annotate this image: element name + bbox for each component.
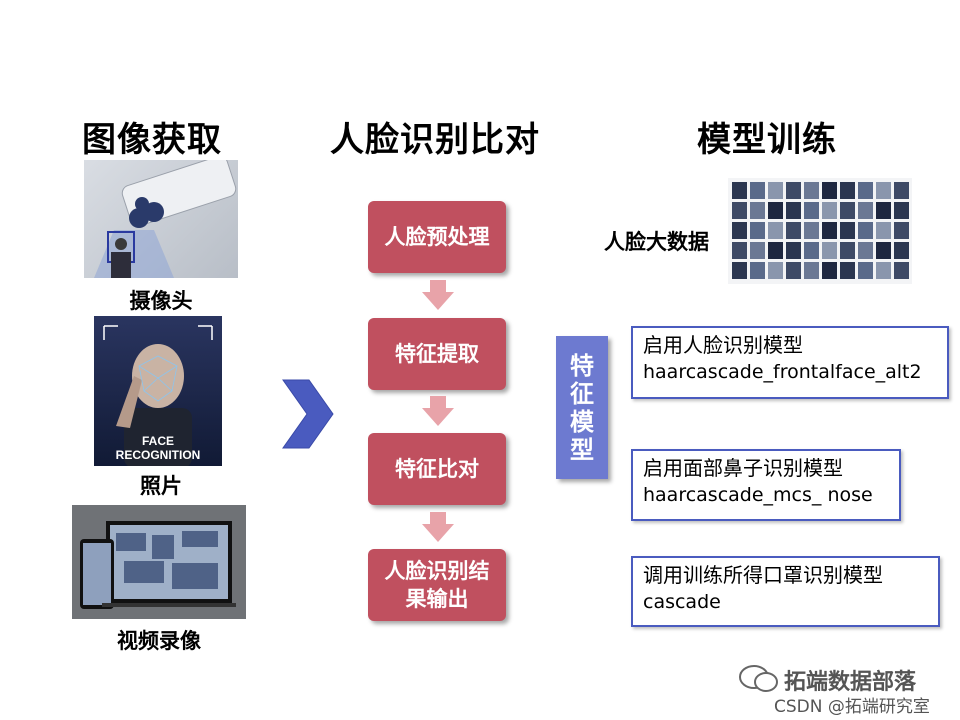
dataset-thumbnail-grid [732, 182, 909, 279]
step-preprocess: 人脸预处理 [368, 201, 506, 273]
dataset-thumbnail [840, 182, 855, 199]
dataset-thumbnail [822, 242, 837, 259]
feature-label-char: 特 [570, 351, 594, 380]
watermark-credit: CSDN @拓端研究室 [774, 697, 930, 717]
dataset-thumbnail [804, 202, 819, 219]
source-label-photo: 照片 [140, 474, 182, 498]
model-name: cascade [643, 591, 721, 613]
step-label-line2: 果输出 [405, 587, 469, 611]
big-data-label: 人脸大数据 [604, 230, 709, 254]
dataset-thumbnail [768, 222, 783, 239]
model-title: 启用面部鼻子识别模型 [643, 456, 843, 480]
model-box-nose: 启用面部鼻子识别模型 haarcascade_mcs_ nose [631, 449, 901, 521]
dataset-thumbnail [894, 182, 909, 199]
dataset-thumbnail [858, 242, 873, 259]
chevron-right-icon [282, 379, 334, 449]
dataset-thumbnail [804, 222, 819, 239]
source-label-camera: 摄像头 [129, 289, 193, 313]
video-screens-icon [80, 521, 236, 609]
feature-label-char: 模 [570, 407, 594, 436]
dataset-thumbnail [804, 262, 819, 279]
camera-icon [94, 160, 237, 278]
model-box-mask: 调用训练所得口罩识别模型 cascade [631, 556, 940, 627]
dataset-thumbnail [750, 182, 765, 199]
dataset-thumbnail [858, 262, 873, 279]
arrow-down-icon [422, 280, 454, 310]
dataset-thumbnail [786, 262, 801, 279]
dataset-thumbnail [786, 222, 801, 239]
feature-model-label: 特 征 模 型 [556, 336, 608, 479]
source-label-video: 视频录像 [117, 629, 201, 653]
dataset-thumbnail [768, 182, 783, 199]
dataset-thumbnail [858, 182, 873, 199]
model-box-face: 启用人脸识别模型 haarcascade_frontalface_alt2 [631, 326, 949, 399]
dataset-thumbnail [894, 202, 909, 219]
dataset-thumbnail [750, 202, 765, 219]
dataset-thumbnail [804, 182, 819, 199]
step-output: 人脸识别结 果输出 [368, 549, 506, 621]
dataset-thumbnail [732, 262, 747, 279]
wechat-icon [739, 665, 778, 692]
dataset-thumbnail [876, 202, 891, 219]
dataset-thumbnail [894, 222, 909, 239]
dataset-thumbnail [822, 222, 837, 239]
dataset-thumbnail [876, 262, 891, 279]
watermark-brand: 拓端数据部落 [784, 670, 917, 695]
dataset-thumbnail [840, 202, 855, 219]
model-name: haarcascade_mcs_ nose [643, 484, 873, 506]
model-title: 启用人脸识别模型 [643, 333, 803, 357]
dataset-thumbnail [822, 182, 837, 199]
dataset-thumbnail [786, 202, 801, 219]
dataset-thumbnail [822, 202, 837, 219]
feature-label-char: 型 [570, 435, 594, 464]
dataset-thumbnail [750, 242, 765, 259]
dataset-thumbnail [750, 222, 765, 239]
column-title-compare: 人脸识别比对 [330, 120, 540, 160]
dataset-thumbnail [840, 262, 855, 279]
face-recognition-icon [103, 325, 213, 466]
photo-text-line1: FACE [141, 434, 174, 448]
dataset-thumbnail [822, 262, 837, 279]
dataset-thumbnail [768, 202, 783, 219]
column-title-train: 模型训练 [697, 120, 837, 160]
camera-image [84, 160, 238, 278]
dataset-thumbnail [858, 222, 873, 239]
step-feature-compare: 特征比对 [368, 433, 506, 505]
dataset-thumbnail [840, 222, 855, 239]
dataset-thumbnail [750, 262, 765, 279]
face-dataset-image [728, 178, 912, 284]
dataset-thumbnail [876, 242, 891, 259]
arrow-down-icon [422, 396, 454, 426]
step-label-line1: 人脸识别结 [384, 559, 490, 583]
dataset-thumbnail [894, 242, 909, 259]
photo-text-line2: RECOGNITION [115, 448, 201, 462]
model-name: haarcascade_frontalface_alt2 [643, 361, 922, 383]
model-title: 调用训练所得口罩识别模型 [643, 563, 883, 587]
dataset-thumbnail [786, 242, 801, 259]
dataset-thumbnail [858, 202, 873, 219]
step-label: 特征提取 [395, 342, 479, 366]
column-title-acquire: 图像获取 [82, 120, 222, 160]
dataset-thumbnail [876, 222, 891, 239]
dataset-thumbnail [732, 182, 747, 199]
dataset-thumbnail [840, 242, 855, 259]
dataset-thumbnail [876, 182, 891, 199]
dataset-thumbnail [732, 202, 747, 219]
face-photo-image: FACE RECOGNITION [94, 316, 222, 466]
arrow-down-icon [422, 512, 454, 542]
dataset-thumbnail [768, 262, 783, 279]
step-feature-extract: 特征提取 [368, 318, 506, 390]
dataset-thumbnail [894, 262, 909, 279]
dataset-thumbnail [732, 242, 747, 259]
step-label: 人脸预处理 [384, 225, 490, 249]
dataset-thumbnail [786, 182, 801, 199]
step-label: 特征比对 [395, 457, 479, 481]
video-image [72, 505, 246, 619]
dataset-thumbnail [732, 222, 747, 239]
dataset-thumbnail [768, 242, 783, 259]
dataset-thumbnail [804, 242, 819, 259]
feature-label-char: 征 [570, 379, 594, 408]
